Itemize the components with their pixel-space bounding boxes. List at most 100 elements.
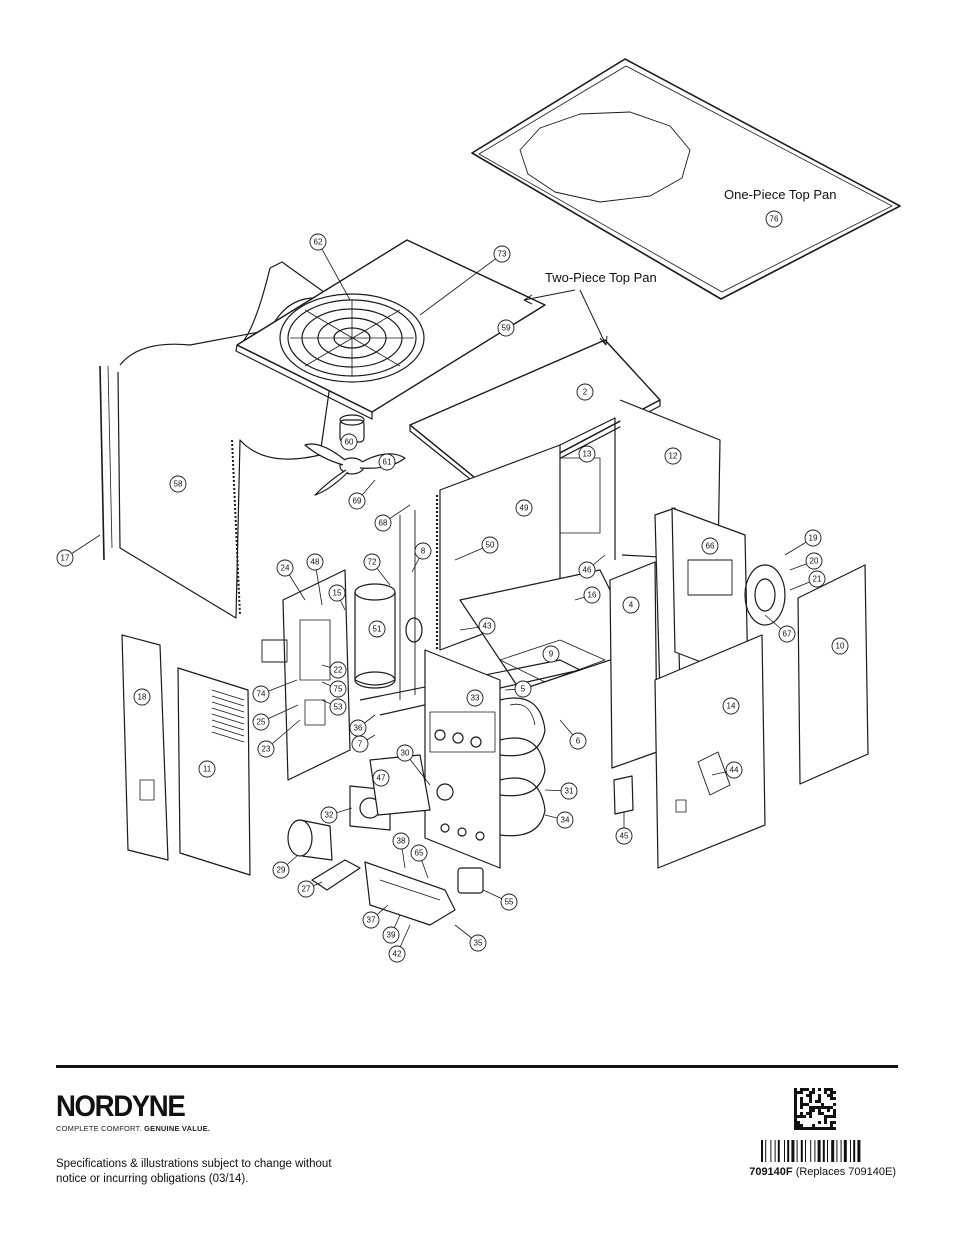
callout-75: 75 (329, 680, 347, 698)
svg-text:23: 23 (262, 745, 271, 754)
footer-divider (56, 1065, 898, 1068)
callout-68: 68 (374, 514, 392, 532)
burner-panel (424, 649, 501, 869)
callout-67: 67 (778, 625, 796, 643)
callout-20: 20 (805, 552, 823, 570)
svg-text:49: 49 (520, 504, 529, 513)
datamatrix-code (794, 1088, 836, 1130)
svg-text:76: 76 (770, 215, 779, 224)
svg-text:35: 35 (474, 939, 483, 948)
callout-50: 50 (481, 536, 499, 554)
callout-10: 10 (831, 637, 849, 655)
callout-69: 69 (348, 492, 366, 510)
callout-44: 44 (725, 761, 743, 779)
heat-exchanger (499, 697, 546, 837)
svg-text:47: 47 (377, 774, 386, 783)
callout-32: 32 (320, 806, 338, 824)
svg-text:25: 25 (257, 718, 266, 727)
callout-60: 60 (340, 433, 358, 451)
callout-31: 31 (560, 782, 578, 800)
svg-text:24: 24 (281, 564, 290, 573)
svg-text:31: 31 (565, 787, 574, 796)
inducer-motor-29 (287, 819, 333, 861)
svg-text:65: 65 (415, 849, 424, 858)
svg-text:22: 22 (334, 666, 343, 675)
svg-text:61: 61 (383, 458, 392, 467)
control-panel (261, 569, 351, 781)
callout-6: 6 (569, 732, 587, 750)
svg-text:58: 58 (174, 480, 183, 489)
svg-text:37: 37 (367, 916, 376, 925)
svg-text:14: 14 (727, 702, 736, 711)
svg-text:38: 38 (397, 837, 406, 846)
two-piece-top-pan-label: Two-Piece Top Pan (545, 270, 657, 285)
callout-23: 23 (257, 740, 275, 758)
manifold-35 (364, 861, 456, 926)
callout-55: 55 (500, 893, 518, 911)
callout-66: 66 (701, 537, 719, 555)
callout-15: 15 (328, 584, 346, 602)
callout-27: 27 (297, 880, 315, 898)
callout-5: 5 (514, 680, 532, 698)
svg-text:73: 73 (498, 250, 507, 259)
callout-17: 17 (56, 549, 74, 567)
leader-line-62 (317, 241, 351, 301)
callout-36: 36 (349, 719, 367, 737)
callout-42: 42 (388, 945, 406, 963)
linear-barcode (761, 1140, 861, 1162)
callout-24: 24 (276, 559, 294, 577)
callout-13: 13 (578, 445, 596, 463)
panel-10 (797, 564, 869, 785)
callout-11: 11 (198, 760, 216, 778)
side-panel-left (121, 634, 169, 861)
svg-text:5: 5 (521, 685, 526, 694)
svg-text:6: 6 (576, 737, 581, 746)
callout-48: 48 (306, 553, 324, 571)
svg-text:62: 62 (314, 238, 323, 247)
callout-59: 59 (497, 319, 515, 337)
svg-text:75: 75 (334, 685, 343, 694)
callout-37: 37 (362, 911, 380, 929)
svg-text:12: 12 (669, 452, 678, 461)
svg-text:7: 7 (358, 740, 363, 749)
two-piece-arrows (523, 289, 608, 346)
callout-39: 39 (382, 926, 400, 944)
panel-14 (654, 634, 766, 869)
svg-text:45: 45 (620, 832, 629, 841)
callout-22: 22 (329, 661, 347, 679)
svg-text:46: 46 (583, 566, 592, 575)
svg-text:72: 72 (368, 558, 377, 567)
pressure-switch-30 (436, 783, 454, 801)
bracket-45 (613, 775, 634, 815)
callout-4: 4 (622, 596, 640, 614)
callout-12: 12 (664, 447, 682, 465)
svg-text:66: 66 (706, 542, 715, 551)
callout-58: 58 (169, 475, 187, 493)
svg-text:9: 9 (549, 650, 554, 659)
one-piece-top-pan-label: One-Piece Top Pan (724, 187, 837, 202)
svg-text:21: 21 (813, 575, 822, 584)
svg-text:50: 50 (486, 541, 495, 550)
svg-text:59: 59 (502, 324, 511, 333)
callout-47: 47 (372, 769, 390, 787)
callout-25: 25 (252, 713, 270, 731)
svg-text:15: 15 (333, 589, 342, 598)
svg-text:74: 74 (257, 690, 266, 699)
svg-text:39: 39 (387, 931, 396, 940)
fan-top-pan (235, 239, 546, 420)
callout-43: 43 (478, 617, 496, 635)
callout-73: 73 (493, 245, 511, 263)
svg-text:2: 2 (583, 388, 588, 397)
callout-62: 62 (309, 233, 327, 251)
callout-51: 51 (368, 620, 386, 638)
svg-text:53: 53 (334, 703, 343, 712)
svg-text:19: 19 (809, 534, 818, 543)
callout-35: 35 (469, 934, 487, 952)
callout-19: 19 (804, 529, 822, 547)
brand-logo: NORDYNE (56, 1090, 186, 1123)
callout-38: 38 (392, 832, 410, 850)
callout-65: 65 (410, 844, 428, 862)
svg-text:11: 11 (203, 765, 212, 774)
callout-14: 14 (722, 697, 740, 715)
